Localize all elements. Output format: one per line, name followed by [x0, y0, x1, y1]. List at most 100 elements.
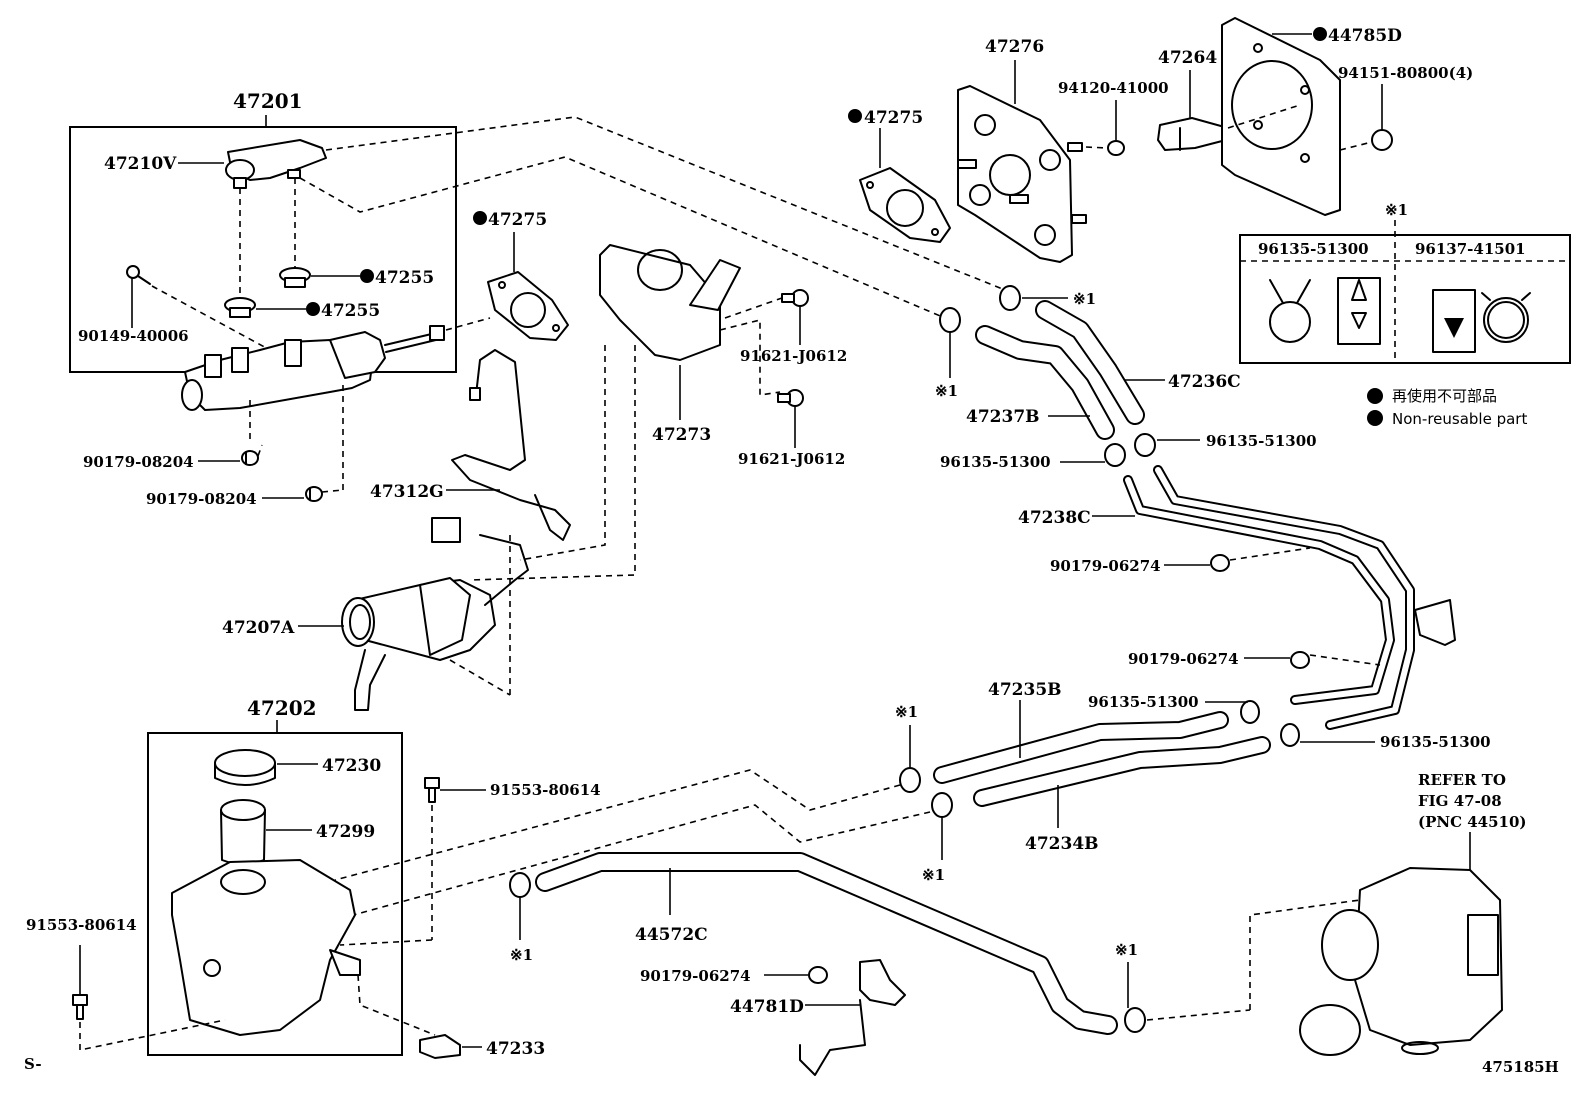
grommet-47255-lower[interactable] — [224, 297, 256, 318]
label-47210v[interactable]: 47210V — [104, 154, 177, 174]
nut-94120-41000[interactable] — [1107, 140, 1125, 156]
reservoir-tank[interactable] — [171, 859, 361, 1036]
hose-44572c[interactable] — [535, 852, 1118, 1035]
brake-line-47312g[interactable] — [451, 349, 571, 541]
refer-line3[interactable]: (PNC 44510) — [1418, 813, 1527, 831]
non-reusable-dot — [360, 269, 374, 283]
clamp-hose-left-2[interactable] — [931, 792, 953, 818]
refer-line2[interactable]: FIG 47-08 — [1418, 792, 1502, 810]
strainer-47299[interactable] — [220, 799, 266, 865]
bracket-47233[interactable] — [419, 1034, 461, 1059]
label-47255-upper[interactable]: 47255 — [375, 268, 434, 288]
label-90179-06274-c[interactable]: 90179-06274 — [640, 967, 751, 985]
label-47312g[interactable]: 47312G — [370, 482, 444, 502]
label-91621-j0612-b[interactable]: 91621-J0612 — [738, 450, 845, 468]
label-44781d[interactable]: 44781D — [730, 997, 804, 1017]
nut-90179-06274-c[interactable] — [808, 966, 828, 984]
label-90179-08204-a[interactable]: 90179-08204 — [83, 453, 194, 471]
label-47237b[interactable]: 47237B — [966, 407, 1040, 427]
label-91553-80614-a[interactable]: 91553-80614 — [490, 781, 601, 799]
label-44572c[interactable]: 44572C — [635, 925, 708, 945]
bracket-44781d[interactable] — [799, 959, 906, 1076]
refer-line1[interactable]: REFER TO — [1418, 771, 1506, 789]
hose-47234b[interactable] — [973, 736, 1271, 807]
label-96135-51300-d[interactable]: 96135-51300 — [1380, 733, 1491, 751]
label-47276[interactable]: 47276 — [985, 37, 1044, 57]
nut-90179-08204-b[interactable] — [305, 486, 323, 502]
clamp-table-col2: 96137-41501 — [1415, 240, 1526, 258]
pipe-47238c[interactable] — [1123, 465, 1456, 730]
clamp-96135-b[interactable] — [1134, 433, 1156, 457]
clamp-96135-d[interactable] — [1280, 723, 1300, 747]
legend-jp: 再使用不可部品 — [1392, 387, 1497, 405]
bolt-91621-j0612-a[interactable] — [781, 289, 809, 307]
nut-94151-80800[interactable] — [1371, 129, 1393, 151]
label-47234b[interactable]: 47234B — [1025, 834, 1099, 854]
note-mark-1a: ※1 — [1073, 290, 1096, 308]
clamp-icon-tag-1 — [1337, 277, 1381, 345]
label-91553-80614-b[interactable]: 91553-80614 — [26, 916, 137, 934]
label-47233[interactable]: 47233 — [486, 1039, 545, 1059]
label-47236c[interactable]: 47236C — [1168, 372, 1241, 392]
bolt-91553-80614-a[interactable] — [424, 777, 440, 803]
label-90179-06274-a[interactable]: 90179-06274 — [1050, 557, 1161, 575]
group-box-47202 — [147, 732, 403, 1056]
grommet-47255-upper[interactable] — [279, 267, 311, 288]
label-44785d[interactable]: 44785D — [1328, 26, 1402, 46]
nut-90179-06274-a[interactable] — [1210, 554, 1230, 572]
label-96135-51300-c[interactable]: 96135-51300 — [1088, 693, 1199, 711]
label-47264[interactable]: 47264 — [1158, 48, 1217, 68]
clamp-upper-2[interactable] — [939, 307, 961, 333]
gasket-47275-right[interactable] — [859, 167, 951, 243]
bracket-47273[interactable] — [599, 244, 741, 361]
bolt-91621-j0612-b[interactable] — [777, 389, 804, 407]
hose-47237b[interactable] — [975, 325, 1115, 440]
reservoir-cap-47230[interactable] — [214, 749, 276, 786]
label-47235b[interactable]: 47235B — [988, 680, 1062, 700]
clamp-upper-1[interactable] — [999, 285, 1021, 311]
pin-90149-40006[interactable] — [126, 265, 151, 285]
nut-90179-08204-a[interactable] — [241, 450, 259, 466]
label-91621-j0612-a[interactable]: 91621-J0612 — [740, 347, 847, 365]
label-47230[interactable]: 47230 — [322, 756, 381, 776]
label-96135-51300-b[interactable]: 96135-51300 — [1206, 432, 1317, 450]
label-47202[interactable]: 47202 — [247, 696, 317, 720]
label-47207a[interactable]: 47207A — [222, 618, 295, 638]
bolt-91553-80614-b[interactable] — [72, 994, 88, 1020]
label-47275-left[interactable]: 47275 — [488, 210, 547, 230]
label-94120-41000[interactable]: 94120-41000 — [1058, 79, 1169, 97]
label-47273[interactable]: 47273 — [652, 425, 711, 445]
stroke-simulator-47207a[interactable] — [341, 517, 529, 711]
label-90149-40006[interactable]: 90149-40006 — [78, 327, 189, 345]
clamp-96135-a[interactable] — [1104, 443, 1126, 467]
hose-47236c[interactable] — [1035, 300, 1145, 425]
booster-plate-47276[interactable] — [957, 85, 1087, 263]
non-reusable-dot — [306, 302, 320, 316]
note-mark-1c: ※1 — [895, 703, 918, 721]
master-cylinder-body[interactable] — [181, 325, 445, 411]
note-mark-1d: ※1 — [922, 866, 945, 884]
reservoir-adapter-47210v[interactable] — [225, 139, 327, 189]
label-96135-51300-a[interactable]: 96135-51300 — [940, 453, 1051, 471]
label-47255-lower[interactable]: 47255 — [321, 301, 380, 321]
label-47201[interactable]: 47201 — [233, 89, 303, 113]
gasket-plate-44785d[interactable] — [1221, 17, 1341, 216]
clamp-hose-left-1[interactable] — [899, 767, 921, 793]
clamp-return-1[interactable] — [509, 872, 531, 898]
label-47238c[interactable]: 47238C — [1018, 508, 1091, 528]
abs-actuator[interactable] — [1299, 867, 1503, 1056]
clamp-96135-c[interactable] — [1240, 700, 1260, 724]
note-mark-1f: ※1 — [1115, 941, 1138, 959]
hose-47235b[interactable] — [933, 711, 1229, 784]
gasket-47275-left[interactable] — [487, 271, 569, 341]
nut-90179-06274-b[interactable] — [1290, 651, 1310, 669]
clamp-return-2[interactable] — [1124, 1007, 1146, 1033]
label-90179-08204-b[interactable]: 90179-08204 — [146, 490, 257, 508]
clamp-icon-spring — [1269, 279, 1311, 343]
clevis-47264[interactable] — [1157, 117, 1229, 151]
label-90179-06274-b[interactable]: 90179-06274 — [1128, 650, 1239, 668]
label-47275-right[interactable]: 47275 — [864, 108, 923, 128]
label-94151-80800[interactable]: 94151-80800(4) — [1338, 64, 1473, 82]
label-47299[interactable]: 47299 — [316, 822, 375, 842]
